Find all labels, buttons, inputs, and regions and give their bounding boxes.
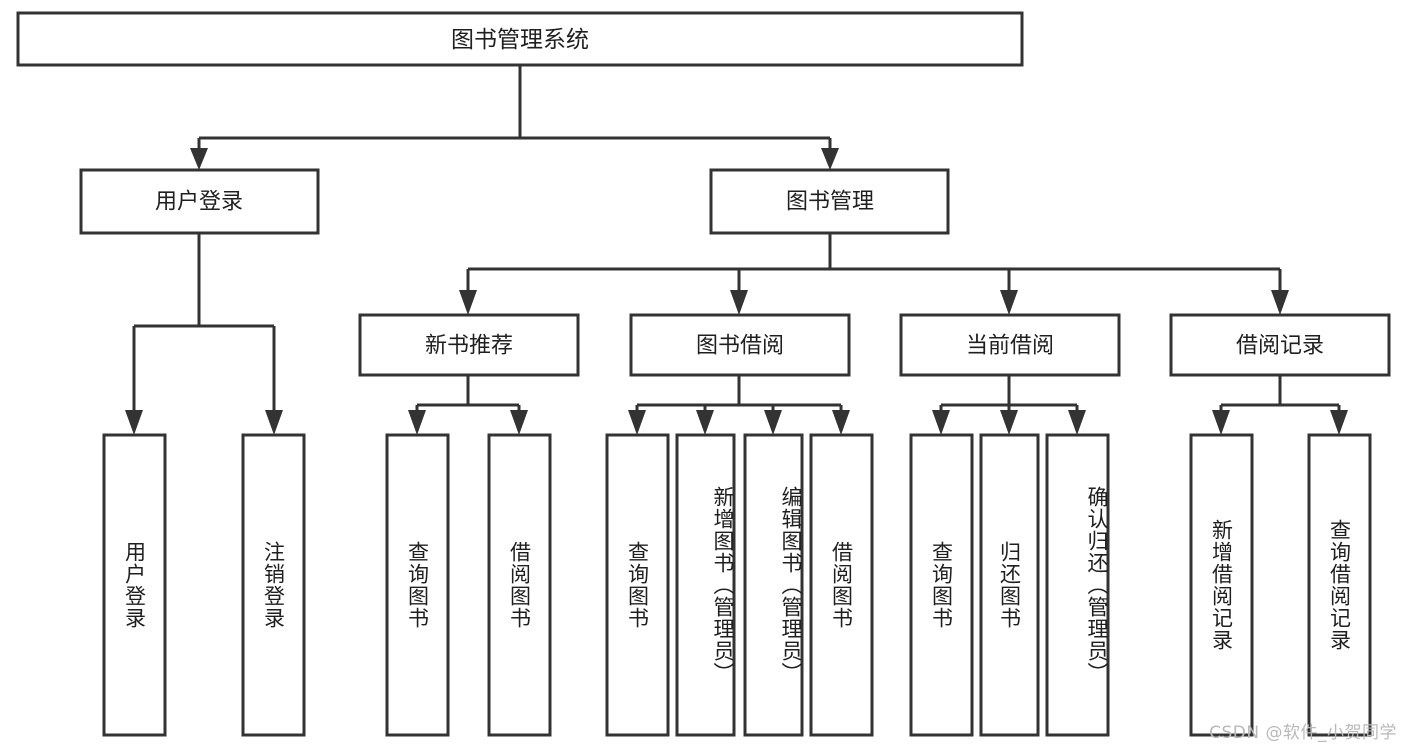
node-leaf-query-book-3-box[interactable]: [909, 433, 974, 737]
arrow-head-icon: [628, 410, 646, 435]
arrow-head-icon: [408, 410, 426, 435]
node-leaf-add-record-box[interactable]: [1189, 433, 1254, 737]
node-book-management-label: 图书管理: [786, 190, 874, 215]
node-root-label: 图书管理系统: [451, 27, 589, 53]
arrow-head-icon: [459, 290, 477, 315]
node-leaf-borrow-book-2-box[interactable]: [809, 433, 874, 737]
node-book-borrow-label: 图书借阅: [696, 334, 784, 359]
arrow-head-icon: [1330, 410, 1348, 435]
node-borrow-record-box[interactable]: [1169, 313, 1391, 377]
node-leaf-user-login-box[interactable]: [102, 433, 167, 737]
node-leaf-logout-login-box[interactable]: [241, 433, 306, 737]
node-new-book-recommend-label: 新书推荐: [425, 334, 513, 359]
node-leaf-query-record-box[interactable]: [1307, 433, 1372, 737]
arrow-head-icon: [265, 410, 283, 435]
node-new-book-recommend-box[interactable]: [358, 313, 580, 377]
node-leaf-query-book-2-box[interactable]: [605, 433, 670, 737]
arrow-head-icon: [1000, 290, 1018, 315]
node-new-book-recommend[interactable]: 新书推荐: [358, 313, 580, 377]
node-book-management[interactable]: 图书管理: [709, 168, 950, 235]
arrow-head-icon: [821, 148, 839, 170]
node-root-box[interactable]: [16, 11, 1024, 67]
arrow-head-icon: [1212, 410, 1230, 435]
arrow-head-icon: [764, 410, 782, 435]
arrow-head-icon: [1068, 410, 1086, 435]
leaf-boxes: [102, 433, 1372, 737]
node-current-borrow-box[interactable]: [899, 313, 1121, 377]
node-leaf-borrow-book-1-box[interactable]: [487, 433, 552, 737]
arrow-head-icon: [510, 410, 528, 435]
node-leaf-add-book-box[interactable]: [675, 433, 736, 737]
node-current-borrow[interactable]: 当前借阅: [899, 313, 1121, 377]
node-borrow-record[interactable]: 借阅记录: [1169, 313, 1391, 377]
node-current-borrow-label: 当前借阅: [966, 334, 1054, 359]
node-user-login[interactable]: 用户登录: [79, 168, 320, 235]
node-borrow-record-label: 借阅记录: [1236, 334, 1324, 359]
node-book-borrow[interactable]: 图书借阅: [629, 313, 851, 377]
arrow-head-icon: [696, 410, 714, 435]
arrow-head-icon: [190, 148, 208, 170]
node-leaf-edit-book-box[interactable]: [743, 433, 804, 737]
node-user-login-label: 用户登录: [155, 190, 243, 215]
arrow-head-icon: [1271, 290, 1289, 315]
node-leaf-query-book-1-box[interactable]: [385, 433, 450, 737]
arrow-head-icon: [832, 410, 850, 435]
watermark-text: CSDN @软件_小贺同学: [1209, 723, 1397, 743]
node-book-borrow-box[interactable]: [629, 313, 851, 377]
node-user-login-box[interactable]: [79, 168, 320, 235]
node-root[interactable]: 图书管理系统: [16, 11, 1024, 67]
arrow-head-icon: [125, 410, 143, 435]
node-book-management-box[interactable]: [709, 168, 950, 235]
connector-layer: [125, 65, 1348, 435]
node-leaf-return-book-box[interactable]: [979, 433, 1040, 737]
arrow-head-icon: [932, 410, 950, 435]
arrow-head-icon: [730, 290, 748, 315]
node-leaf-confirm-return-box[interactable]: [1045, 433, 1110, 737]
arrow-head-icon: [1000, 410, 1018, 435]
